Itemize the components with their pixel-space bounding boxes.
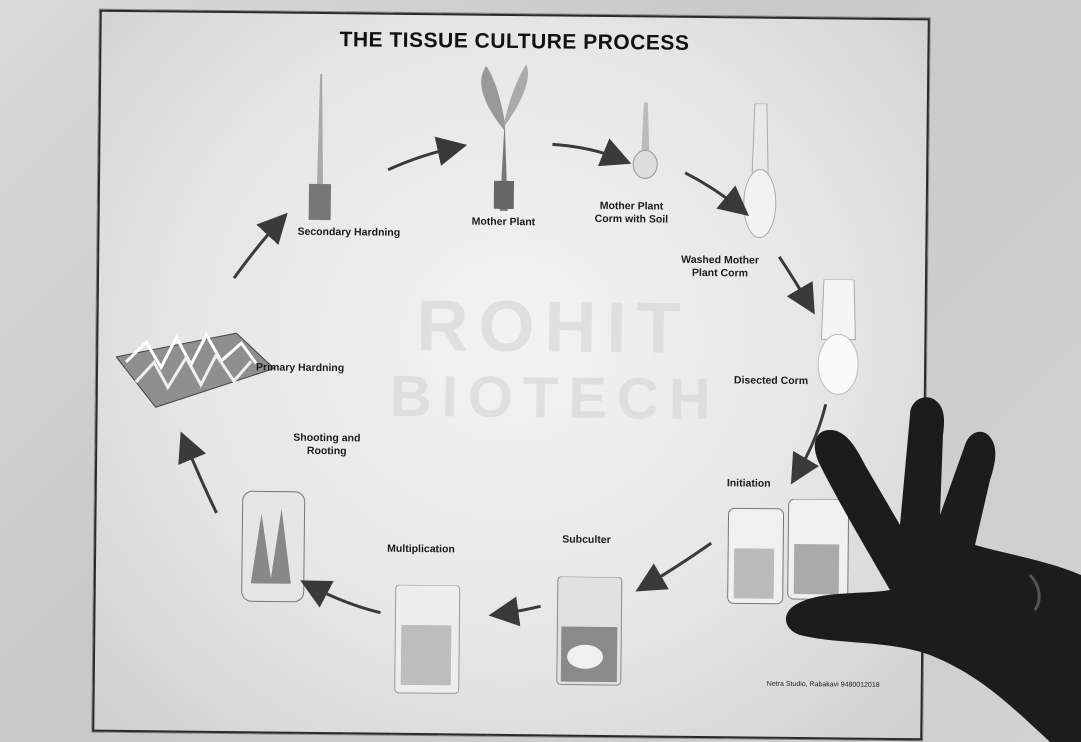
arrow-4 bbox=[779, 257, 809, 304]
label-washed-mother-plant-corm: Washed Mother Plant Corm bbox=[681, 254, 759, 281]
label-shooting-and-rooting: Shooting and Rooting bbox=[293, 432, 360, 459]
label-primary-hardning: Primary Hardning bbox=[256, 361, 344, 375]
arrow-1 bbox=[388, 147, 455, 171]
label-initiation: Initiation bbox=[727, 477, 771, 490]
arrow-3 bbox=[685, 173, 740, 209]
label-multiplication: Multiplication bbox=[387, 543, 455, 557]
arrow-6 bbox=[646, 542, 711, 586]
arrow-2 bbox=[552, 144, 620, 159]
arrow-7 bbox=[500, 606, 540, 614]
label-mother-plant: Mother Plant bbox=[472, 216, 536, 230]
label-mother-plant-corm-with-soil: Mother Plant Corm with Soil bbox=[595, 200, 669, 227]
gloved-hand bbox=[780, 385, 1081, 742]
arrow-9 bbox=[185, 443, 218, 513]
label-secondary-hardning: Secondary Hardning bbox=[297, 226, 400, 240]
arrow-10 bbox=[234, 221, 280, 278]
label-subculter: Subculter bbox=[562, 534, 611, 548]
arrow-8 bbox=[311, 586, 381, 613]
